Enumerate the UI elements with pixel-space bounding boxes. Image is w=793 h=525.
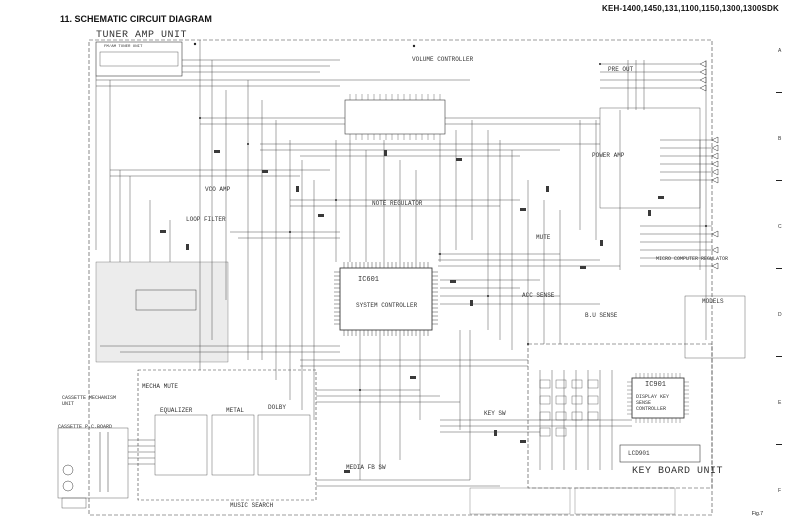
tuner-module-box: [95, 41, 183, 77]
lcd901-body: [619, 444, 701, 463]
edge-tick: [776, 92, 782, 93]
label-key-sw: KEY SW: [484, 410, 506, 417]
ic601-body: [339, 267, 433, 331]
label-ic901: IC901: [645, 381, 667, 389]
figure-number: Fig.7: [751, 511, 763, 517]
label-music-search: MUSIC SEARCH: [230, 502, 274, 509]
label-fm-am-tuner-unit: FM/AM TUNER UNIT: [104, 45, 143, 49]
label-cassette-mechanism-unit: CASSETTE MECHANISM UNIT: [62, 395, 117, 407]
label-power-amp: POWER AMP: [592, 152, 625, 159]
label-vco-amp: VCO AMP: [205, 186, 231, 193]
tuner-amp-unit-boundary: [88, 39, 713, 516]
edge-letter-e: E: [778, 400, 782, 406]
label-acc-sense: ACC SENSE: [522, 292, 555, 299]
label-loop-filter: LOOP FILTER: [186, 216, 226, 223]
edge-letter-f: F: [778, 488, 782, 494]
edge-tick: [776, 444, 782, 445]
label-mecha-mute: MECHA MUTE: [142, 383, 179, 390]
label-mute: MUTE: [536, 234, 551, 241]
edge-letter-b: B: [778, 136, 782, 142]
label-bu-sense: B.U SENSE: [585, 312, 618, 319]
model-list: KEH-1400,1450,131,1100,1150,1300,1300SDK: [601, 4, 779, 13]
label-key-board-unit: KEY BOARD UNIT: [632, 466, 724, 477]
label-dolby: DOLBY: [268, 404, 287, 411]
label-lcd901: LCD901: [628, 450, 650, 457]
models-table: [684, 295, 746, 359]
label-equalizer: EQUALIZER: [160, 407, 193, 414]
label-ic601: IC601: [358, 276, 380, 284]
edge-tick: [776, 356, 782, 357]
label-display-key-controller: DISPLAY KEY SENSE CONTROLLER: [636, 394, 670, 412]
volume-ic-body: [344, 99, 446, 135]
edge-letter-a: A: [778, 48, 782, 54]
label-tuner-amp-unit: TUNER AMP UNIT: [96, 30, 188, 41]
label-media-fb-sw: MEDIA FB SW: [346, 464, 386, 471]
label-metal: METAL: [226, 407, 245, 414]
label-microcomputer-regulator: MICRO COMPUTER REGULATOR: [656, 256, 729, 262]
label-volume-controller: VOLUME CONTROLLER: [412, 56, 474, 63]
edge-letter-c: C: [778, 224, 782, 230]
edge-tick: [776, 268, 782, 269]
edge-letter-d: D: [778, 312, 782, 318]
label-pre-out: PRE OUT: [608, 66, 634, 73]
edge-tick: [776, 180, 782, 181]
label-models: MODELS: [702, 298, 724, 305]
label-cassette-pc-board: CASSETTE P.C.BOARD: [58, 424, 113, 430]
diagram-title: 11. SCHEMATIC CIRCUIT DIAGRAM: [60, 14, 212, 24]
label-note-regulator: NOTE REGULATOR: [372, 200, 423, 207]
label-system-controller: SYSTEM CONTROLLER: [356, 302, 418, 309]
cassette-pc-board: [57, 427, 129, 499]
cassette-area: [137, 369, 317, 501]
